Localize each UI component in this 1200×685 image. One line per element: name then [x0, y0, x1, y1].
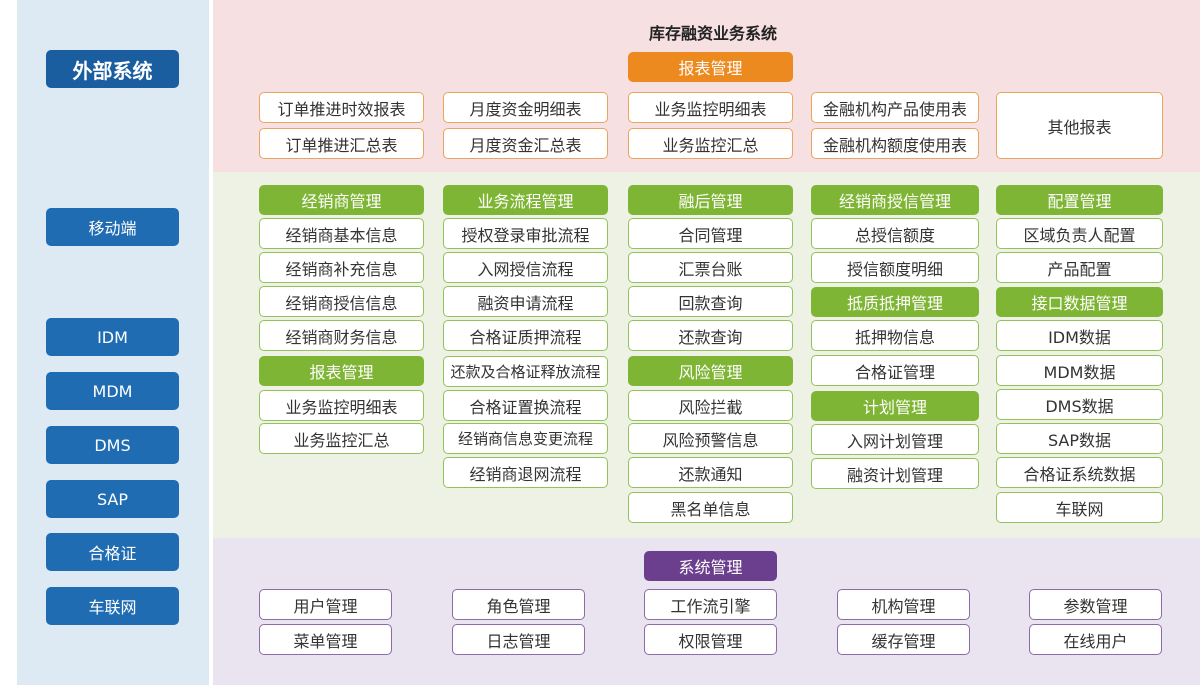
- external-item-iov: 车联网: [46, 587, 179, 625]
- report-item: 金融机构额度使用表: [811, 128, 979, 159]
- plan-management-header: 计划管理: [811, 391, 979, 421]
- external-systems-title: 外部系统: [46, 50, 179, 88]
- module-item: IDM数据: [996, 320, 1163, 351]
- report-item: 月度资金汇总表: [443, 128, 608, 159]
- report-item: 月度资金明细表: [443, 92, 608, 123]
- module-item: 授信额度明细: [811, 252, 979, 283]
- module-item: 经销商补充信息: [259, 252, 424, 283]
- module-item: 抵押物信息: [811, 320, 979, 351]
- module-item: 合格证置换流程: [443, 390, 608, 421]
- system-item: 在线用户: [1029, 624, 1162, 655]
- module-item: 风险预警信息: [628, 423, 793, 454]
- module-item: 回款查询: [628, 286, 793, 317]
- module-item: 融资申请流程: [443, 286, 608, 317]
- module-item: 融资计划管理: [811, 458, 979, 489]
- module-item: 产品配置: [996, 252, 1163, 283]
- module-item: 车联网: [996, 492, 1163, 523]
- system-item: 工作流引擎: [644, 589, 777, 620]
- config-management-header: 配置管理: [996, 185, 1163, 215]
- module-item: 入网计划管理: [811, 424, 979, 455]
- module-item: 还款及合格证释放流程: [443, 356, 608, 387]
- external-item-mdm: MDM: [46, 372, 179, 410]
- report-item: 订单推进时效报表: [259, 92, 424, 123]
- module-item: 黑名单信息: [628, 492, 793, 523]
- report-item: 业务监控明细表: [628, 92, 793, 123]
- system-title: 库存融资业务系统: [648, 24, 777, 43]
- module-item: SAP数据: [996, 423, 1163, 454]
- pledge-management-header: 抵质抵押管理: [811, 287, 979, 317]
- module-item: 经销商退网流程: [443, 457, 608, 488]
- module-item: 入网授信流程: [443, 252, 608, 283]
- module-item: 业务监控明细表: [259, 390, 424, 421]
- system-item: 日志管理: [452, 624, 585, 655]
- module-item: 合格证管理: [811, 355, 979, 386]
- post-loan-header: 融后管理: [628, 185, 793, 215]
- report-item: 业务监控汇总: [628, 128, 793, 159]
- risk-management-header: 风险管理: [628, 356, 793, 386]
- module-item: 合同管理: [628, 218, 793, 249]
- dealer-reports-header: 报表管理: [259, 356, 424, 386]
- external-item-mobile: 移动端: [46, 208, 179, 246]
- module-item: 合格证系统数据: [996, 457, 1163, 488]
- report-item: 其他报表: [996, 92, 1163, 159]
- external-item-dms: DMS: [46, 426, 179, 464]
- system-item: 参数管理: [1029, 589, 1162, 620]
- module-item: 业务监控汇总: [259, 423, 424, 454]
- module-item: 经销商基本信息: [259, 218, 424, 249]
- module-item: 汇票台账: [628, 252, 793, 283]
- credit-management-header: 经销商授信管理: [811, 185, 979, 215]
- system-item: 机构管理: [837, 589, 970, 620]
- module-item: 经销商授信信息: [259, 286, 424, 317]
- module-item: DMS数据: [996, 389, 1163, 420]
- system-item: 菜单管理: [259, 624, 392, 655]
- interface-data-header: 接口数据管理: [996, 287, 1163, 317]
- external-item-sap: SAP: [46, 480, 179, 518]
- module-item: 还款查询: [628, 320, 793, 351]
- report-item: 订单推进汇总表: [259, 128, 424, 159]
- system-management-header: 系统管理: [644, 551, 777, 581]
- module-item: 区域负责人配置: [996, 218, 1163, 249]
- system-item: 缓存管理: [837, 624, 970, 655]
- process-management-header: 业务流程管理: [443, 185, 608, 215]
- module-item: 总授信额度: [811, 218, 979, 249]
- module-item: 经销商信息变更流程: [443, 423, 608, 454]
- external-item-certificate: 合格证: [46, 533, 179, 571]
- module-item: 合格证质押流程: [443, 320, 608, 351]
- module-item: 风险拦截: [628, 390, 793, 421]
- system-item: 角色管理: [452, 589, 585, 620]
- module-item: 还款通知: [628, 457, 793, 488]
- module-item: 经销商财务信息: [259, 320, 424, 351]
- system-item: 权限管理: [644, 624, 777, 655]
- reports-header: 报表管理: [628, 52, 793, 82]
- external-item-idm: IDM: [46, 318, 179, 356]
- report-item: 金融机构产品使用表: [811, 92, 979, 123]
- system-item: 用户管理: [259, 589, 392, 620]
- module-item: MDM数据: [996, 355, 1163, 386]
- module-item: 授权登录审批流程: [443, 218, 608, 249]
- dealer-management-header: 经销商管理: [259, 185, 424, 215]
